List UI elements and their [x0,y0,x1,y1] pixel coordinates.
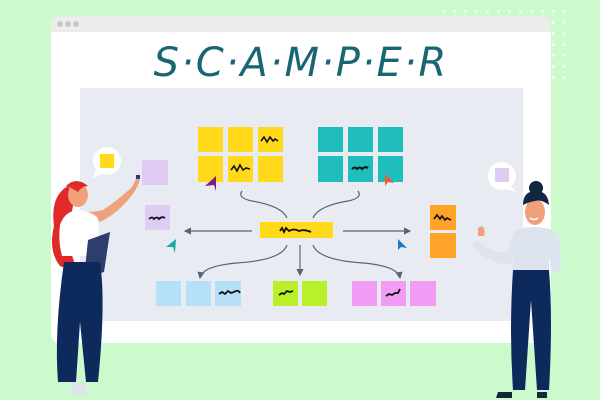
window-dot-icon [57,21,63,27]
window-dot-icon [65,21,71,27]
page-title: S·C·A·M·P·E·R [153,40,449,86]
window-dot-icon [73,21,79,27]
window-titlebar [51,16,551,32]
whiteboard [80,88,523,321]
